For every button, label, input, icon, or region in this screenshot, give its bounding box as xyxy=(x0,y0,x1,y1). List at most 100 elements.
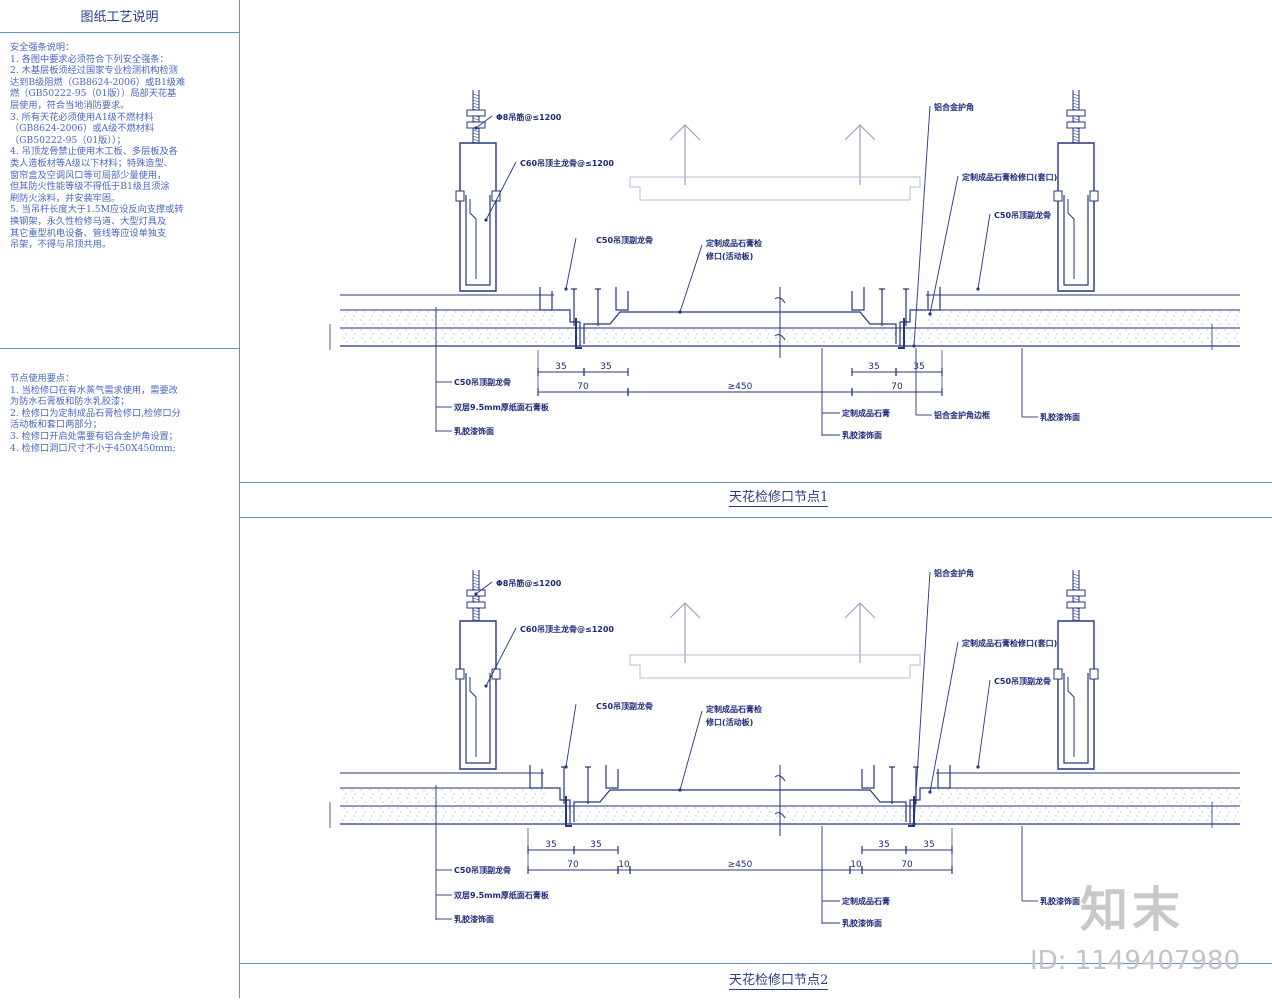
gypsum-dot xyxy=(640,807,642,809)
gypsum-dot xyxy=(1012,341,1014,343)
gypsum-dot xyxy=(1163,789,1165,791)
gypsum-dot xyxy=(1183,811,1185,813)
gypsum-dot xyxy=(454,311,456,313)
hanger-right-nut xyxy=(1066,109,1086,117)
gypsum-dot xyxy=(973,807,975,809)
gypsum-dot xyxy=(955,337,957,339)
gypsum-dot xyxy=(568,337,570,339)
gypsum-dot xyxy=(1152,819,1154,821)
gypsum-dot xyxy=(1140,801,1142,803)
gypsum-dot xyxy=(504,819,506,821)
gypsum-dot xyxy=(938,789,940,791)
gypsum-dot xyxy=(1020,315,1022,317)
gypsum-dot xyxy=(1118,789,1120,791)
gypsum-dot xyxy=(443,315,445,317)
gypsum-dot xyxy=(992,815,994,817)
gypsum-dot xyxy=(577,337,579,339)
gypsum-dot xyxy=(1155,315,1157,317)
gypsum-dot xyxy=(462,793,464,795)
gypsum-dot xyxy=(974,789,976,791)
gypsum-dot xyxy=(642,333,644,335)
hanger-right-thread xyxy=(1072,93,1080,97)
gypsum-dot xyxy=(1049,311,1051,313)
note-line: 5. 当吊杆长度大于1.5M应设反向支撑或转 xyxy=(10,204,184,216)
gypsum-dot xyxy=(372,333,374,335)
gypsum-dot xyxy=(838,807,840,809)
gypsum-dot xyxy=(941,311,943,313)
gypsum-dot xyxy=(432,819,434,821)
gypsum-dot xyxy=(1039,341,1041,343)
gypsum-dot xyxy=(1216,807,1218,809)
gypsum-dot xyxy=(415,807,417,809)
gypsum-dot xyxy=(1216,337,1218,339)
gypsum-dot xyxy=(810,329,812,331)
gypsum-dot xyxy=(468,319,470,321)
gypsum-dot xyxy=(552,333,554,335)
gypsum-dot xyxy=(405,319,407,321)
gypsum-dot xyxy=(498,333,500,335)
gypsum-dot xyxy=(372,793,374,795)
gypsum-dot xyxy=(1238,793,1240,795)
gypsum-dot xyxy=(1101,797,1103,799)
gypsum-dot xyxy=(1020,333,1022,335)
gypsum-dot xyxy=(1171,319,1173,321)
gypsum-dot xyxy=(1128,797,1130,799)
opening-outline xyxy=(629,654,921,679)
gypsum-dot xyxy=(1152,329,1154,331)
gypsum-dot xyxy=(1018,319,1020,321)
gypsum-dot xyxy=(931,811,933,813)
gypsum-dot xyxy=(1011,315,1013,317)
gypsum-dot xyxy=(418,311,420,313)
gypsum-dot xyxy=(652,811,654,813)
gypsum-dot xyxy=(957,333,959,335)
gypsum-dot xyxy=(729,329,731,331)
gypsum-dot xyxy=(526,811,528,813)
gypsum-dot xyxy=(463,801,465,803)
gypsum-dot xyxy=(612,819,614,821)
cover-keel-left xyxy=(529,765,543,789)
gypsum-dot xyxy=(967,811,969,813)
gypsum-dot xyxy=(540,819,542,821)
gypsum-dot xyxy=(389,315,391,317)
gypsum-dot xyxy=(1137,333,1139,335)
gypsum-dot xyxy=(984,333,986,335)
gypsum-dot xyxy=(513,789,515,791)
gypsum-dot xyxy=(1219,323,1221,325)
gypsum-dot xyxy=(523,337,525,339)
up-arrow xyxy=(669,124,701,185)
gypsum-dot xyxy=(490,311,492,313)
gypsum-dot xyxy=(776,815,778,817)
gypsum-dot xyxy=(1111,811,1113,813)
gypsum-dot xyxy=(805,811,807,813)
main-keel-left-channel xyxy=(465,195,491,286)
gypsum-dot xyxy=(1093,341,1095,343)
gypsum-dot xyxy=(1064,815,1066,817)
gypsum-dot xyxy=(946,337,948,339)
gypsum-dot xyxy=(598,341,600,343)
gypsum-dot xyxy=(1056,333,1058,335)
gypsum-dot xyxy=(468,329,470,331)
note-line: 2. 木基层板须经过国家专业检测机构检测 xyxy=(10,65,178,77)
leader-tip xyxy=(912,344,916,348)
gypsum-dot xyxy=(444,333,446,335)
gypsum-dot xyxy=(387,319,389,321)
gypsum-dot xyxy=(1172,789,1174,791)
gypsum-dot xyxy=(657,819,659,821)
gypsum-dot xyxy=(452,315,454,317)
gypsum-dot xyxy=(506,315,508,317)
gypsum-dot xyxy=(867,333,869,335)
gypsum-dot xyxy=(724,811,726,813)
gypsum-dot xyxy=(821,815,823,817)
gypsum-dot xyxy=(949,323,951,325)
gypsum-dot xyxy=(703,807,705,809)
divider xyxy=(240,517,1272,518)
gypsum-dot xyxy=(1027,807,1029,809)
gypsum-dot xyxy=(567,819,569,821)
gypsum-dot xyxy=(929,815,931,817)
gypsum-dot xyxy=(805,341,807,343)
gypsum-dot xyxy=(516,323,518,325)
gypsum-dot xyxy=(369,819,371,821)
gypsum-dot xyxy=(693,819,695,821)
gypsum-dot xyxy=(811,337,813,339)
gypsum-dot xyxy=(1072,337,1074,339)
